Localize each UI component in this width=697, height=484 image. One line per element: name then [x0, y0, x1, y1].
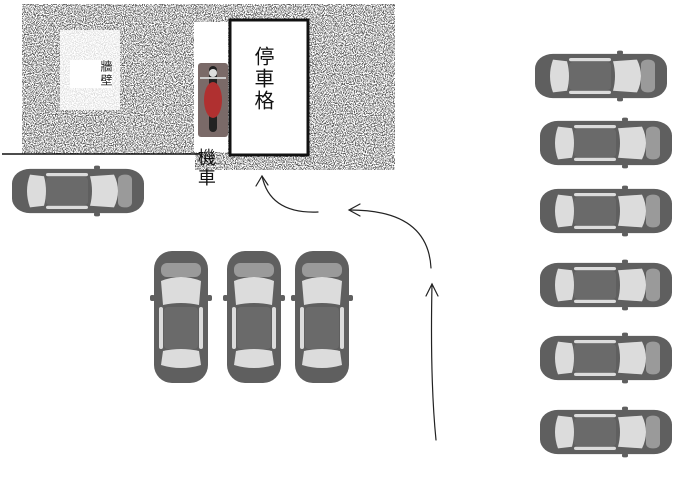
- car-top-view-icon: [223, 251, 285, 383]
- car-top-view-icon: [540, 406, 672, 458]
- car-top-view-icon: [150, 251, 212, 383]
- car-top-view-icon: [540, 117, 672, 169]
- car-top-view-icon: [540, 185, 672, 237]
- car-top-view-icon: [540, 259, 672, 311]
- car-top-view-icon: [291, 251, 353, 383]
- car-top-view-icon: [535, 50, 667, 102]
- route-arrows: [255, 174, 439, 441]
- motorcycle-label: 機車: [194, 148, 216, 188]
- curved-arrow: [261, 175, 319, 213]
- parking-slot: [228, 18, 310, 157]
- curved-arrow: [349, 209, 432, 269]
- car-top-view-icon: [540, 332, 672, 384]
- motorcycle-icon: [198, 63, 228, 137]
- car-top-view-icon: [12, 165, 144, 217]
- curved-arrow: [430, 283, 437, 441]
- parking-slot-label: 停車格: [251, 46, 275, 112]
- wall-label: 牆壁: [70, 60, 113, 88]
